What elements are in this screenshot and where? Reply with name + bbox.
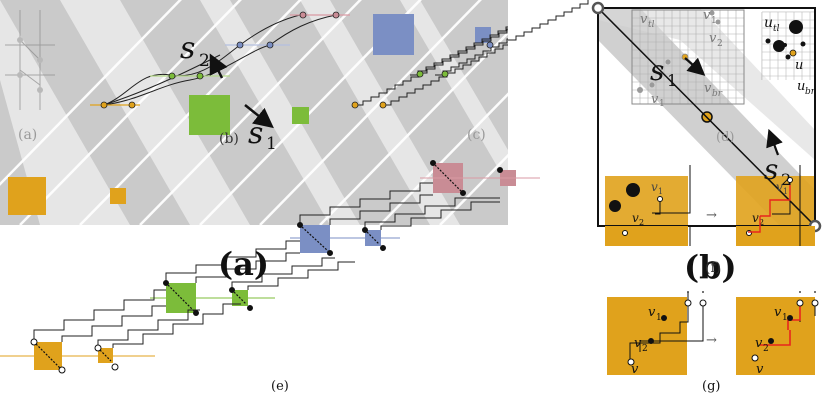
g-v-left: v (631, 362, 639, 377)
svg-text:v: v (632, 211, 639, 225)
svg-text:2: 2 (717, 39, 723, 49)
label-b-big: (b) (684, 248, 737, 286)
s2-label-right: s 2 (764, 153, 791, 189)
label-b-small: (b) (219, 131, 239, 147)
arrow-f: → (706, 208, 717, 223)
svg-text:v: v (755, 336, 763, 351)
svg-text:s: s (180, 31, 195, 66)
label-ubr: u br (797, 79, 816, 97)
svg-text:1: 1 (266, 134, 277, 154)
svg-text:1: 1 (667, 71, 677, 90)
svg-text:s: s (650, 54, 664, 87)
arrow-g: → (706, 333, 717, 348)
f-v1-left: v 1 (651, 180, 663, 196)
svg-text:v: v (776, 180, 783, 194)
svg-text:1: 1 (783, 187, 788, 196)
label-u: u (795, 58, 803, 73)
orange-square-small (110, 188, 126, 204)
f-v2-right: v 2 (752, 211, 764, 227)
svg-text:v: v (709, 31, 717, 46)
label-g: (g) (702, 379, 720, 394)
svg-text:v: v (651, 180, 658, 194)
svg-text:1: 1 (656, 313, 662, 323)
svg-text:1: 1 (782, 313, 788, 323)
svg-text:2: 2 (763, 344, 769, 354)
s2-arrow (209, 53, 228, 79)
svg-text:v: v (640, 12, 648, 27)
g-v2-right: v 2 (755, 336, 769, 354)
f-v2-left: v 2 (632, 211, 644, 227)
svg-text:1: 1 (658, 187, 663, 196)
svg-text:v: v (752, 211, 759, 225)
s2-label-left: s 2 (180, 31, 210, 71)
label-utl: u tl (764, 15, 780, 34)
label-e: (e) (271, 379, 289, 394)
svg-text:tl: tl (773, 24, 780, 34)
svg-text:s: s (248, 116, 263, 151)
svg-text:s: s (764, 153, 778, 186)
svg-text:2: 2 (642, 344, 648, 354)
panel-b (591, 1, 822, 233)
label-vtl: v tl (640, 12, 655, 30)
green-square-small (292, 107, 309, 124)
svg-text:v: v (651, 92, 659, 107)
label-a-big: (a) (218, 245, 269, 283)
svg-text:2: 2 (781, 170, 791, 189)
svg-text:1: 1 (659, 99, 665, 109)
g-v1-right: v 1 (774, 305, 788, 323)
svg-text:1: 1 (711, 16, 717, 26)
label-v1-grid: v 1 (703, 8, 717, 26)
g-v-right: v (756, 362, 764, 377)
svg-text:2: 2 (639, 218, 644, 227)
panel-g (607, 291, 819, 375)
svg-text:2: 2 (759, 218, 764, 227)
f-v1-right: v 1 (776, 180, 788, 196)
label-v2-grid: v 2 (709, 31, 723, 49)
svg-text:v: v (774, 305, 782, 320)
g-v2-left: v 2 (634, 336, 648, 354)
svg-text:v: v (634, 336, 642, 351)
label-a-small: (a) (18, 127, 37, 143)
label-f: (f) (705, 260, 721, 276)
svg-text:u: u (797, 79, 805, 94)
label-c-small: (c) (467, 127, 486, 143)
g-v1-left: v 1 (648, 305, 662, 323)
s2-arrow-right (766, 128, 783, 156)
svg-text:tl: tl (648, 20, 655, 30)
svg-text:2: 2 (199, 51, 210, 71)
svg-text:br: br (712, 89, 723, 99)
s1-arrow (244, 104, 274, 129)
s1-label-right: s 1 (650, 54, 677, 90)
svg-text:v: v (703, 8, 711, 23)
orange-square-large (8, 177, 46, 215)
label-vbr: v br (704, 81, 723, 99)
s1-arrow-right (684, 57, 706, 76)
label-v1-grid-low: v 1 (651, 92, 665, 109)
panel-e (0, 160, 540, 374)
svg-text:u: u (764, 15, 773, 31)
svg-text:br: br (805, 87, 816, 97)
s1-label-left: s 1 (248, 116, 277, 154)
blue-square-large (373, 14, 414, 55)
green-square-large (189, 95, 230, 135)
overview-panel (0, 0, 508, 225)
svg-text:v: v (648, 305, 656, 320)
label-d-small: (d) (716, 130, 734, 145)
svg-text:v: v (704, 81, 712, 96)
